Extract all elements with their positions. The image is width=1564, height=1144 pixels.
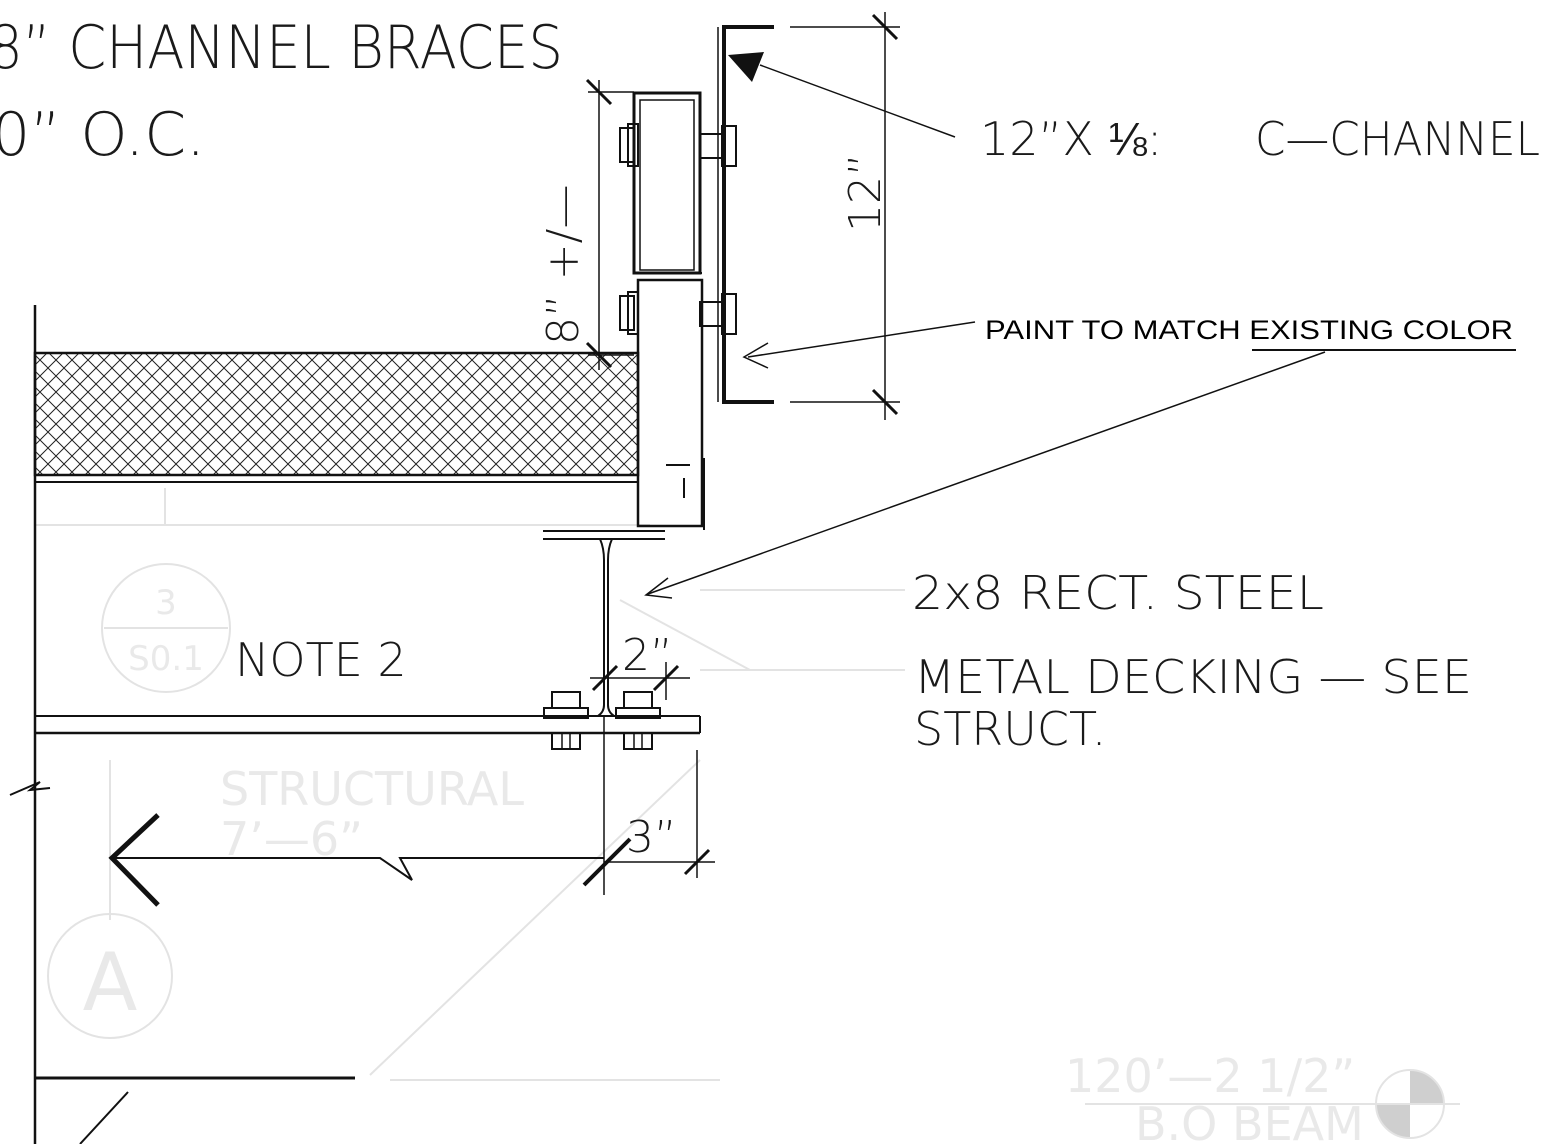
rect-steel-label: 2x8 RECT. STEEL [912, 566, 1324, 620]
rect-steel-tube [632, 91, 705, 530]
ghost-section-number: 3 [155, 583, 177, 623]
ghost-elevation: 120’—2 1/2” [1065, 1049, 1355, 1103]
steel-beam [35, 530, 701, 895]
title-line-1: 8” CHANNEL BRACES [0, 13, 563, 83]
insulated-panel [33, 351, 640, 477]
ghost-grid-letter: A [83, 936, 138, 1029]
dim-12-inch: 12” [790, 12, 900, 420]
paint-note-prefix: PAINT TO MATCH [985, 315, 1249, 345]
break-line [108, 813, 604, 907]
dim-12-label: 12” [840, 153, 891, 232]
paint-note: PAINT TO MATCH EXISTING COLOR [985, 315, 1513, 345]
dim-3-label: 3” [626, 812, 677, 863]
base-bolt-left [543, 691, 589, 750]
ghost-structural: STRUCTURAL [220, 762, 524, 816]
dim-2-label: 2” [622, 630, 673, 681]
elevation-marker [1410, 1070, 1444, 1104]
paint-leader [747, 321, 976, 358]
dim-8-inch: 8” +/— [538, 78, 634, 370]
channel-leader [759, 64, 956, 138]
dim-8-label: 8” +/— [538, 185, 589, 345]
channel-name-label: C—CHANNEL [1255, 112, 1540, 166]
paint-note-underlined: EXISTING COLOR [1249, 315, 1513, 345]
c-channel [717, 25, 774, 404]
section-bubble [101, 563, 231, 693]
ghost-background: 3 S0.1 A STRUCTURAL 7’—6” 120’—2 1/2” B.… [35, 488, 1460, 1144]
dim-3-inch: 3” [582, 750, 715, 887]
color-leader [647, 351, 1326, 595]
channel-size-label: 12”X ⅛: [980, 112, 1162, 166]
note-2-label: NOTE 2 [235, 633, 407, 687]
base-bolt-right [615, 691, 661, 750]
leaders [644, 52, 1326, 599]
dim-2-inch: 2” [590, 630, 690, 700]
title-line-2: 0” O.C. [0, 100, 205, 170]
channel-leader-arrowhead [728, 52, 764, 82]
metal-decking-label: METAL DECKING — SEE [914, 650, 1472, 704]
ghost-section-sheet: S0.1 [128, 639, 204, 679]
metal-decking-label-2: STRUCT. [914, 702, 1106, 756]
